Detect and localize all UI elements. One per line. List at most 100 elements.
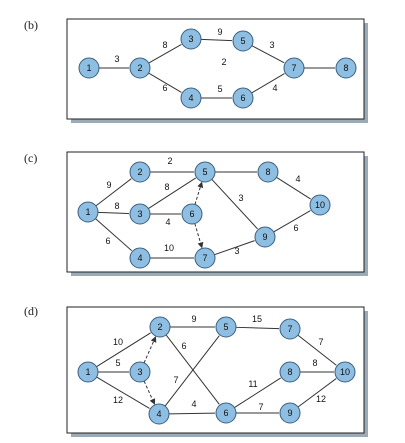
node-4: 4	[180, 87, 202, 109]
node-3: 3	[129, 203, 151, 225]
edge-weight: 3	[238, 193, 243, 203]
node-circle	[78, 57, 100, 79]
edge-6-5	[194, 181, 204, 205]
node-5: 5	[194, 161, 216, 183]
node-label: 4	[188, 93, 193, 103]
node-3: 3	[129, 361, 151, 383]
node-circle	[215, 316, 237, 338]
node-2: 2	[149, 316, 171, 338]
edge-6-7	[194, 223, 204, 249]
edge-9-10	[273, 210, 311, 233]
node-circle	[334, 361, 356, 383]
node-label: 8	[287, 367, 292, 377]
node-label: 6	[223, 408, 228, 418]
edge-weight: 12	[113, 395, 123, 405]
node-label: 10	[315, 200, 325, 210]
edge-8-10	[276, 176, 311, 200]
node-label: 9	[287, 408, 292, 418]
node-10: 10	[309, 194, 331, 216]
node-label: 3	[137, 209, 142, 219]
edge-3-5	[200, 38, 233, 42]
edge-6-8	[234, 377, 282, 409]
edge-weight: 4	[295, 174, 300, 184]
edge-7-9	[214, 240, 255, 256]
node-label: 1	[85, 207, 90, 217]
node-label: 7	[202, 253, 207, 263]
node-label: 3	[137, 367, 142, 377]
node-label: 7	[287, 324, 292, 334]
node-circle	[77, 201, 99, 223]
node-circle	[180, 28, 202, 50]
edge-weight: 6	[105, 236, 110, 246]
node-8: 8	[257, 161, 279, 183]
edge-weight: 5	[217, 84, 222, 94]
edge-weight: 8	[162, 40, 167, 50]
node-label: 6	[240, 93, 245, 103]
node-circle	[129, 247, 151, 269]
edge-4-5	[164, 335, 220, 407]
node-label: 8	[343, 63, 348, 73]
edge-weight: 5	[115, 358, 120, 368]
node-label: 4	[137, 253, 142, 263]
node-label: 1	[86, 63, 91, 73]
edge-weight: 4	[165, 217, 170, 227]
node-label: 10	[340, 367, 350, 377]
node-circle	[148, 403, 170, 425]
node-label: 2	[137, 167, 142, 177]
node-9: 9	[279, 402, 301, 424]
frame	[66, 18, 365, 120]
edge-weight: 8	[114, 201, 119, 211]
node-circle	[194, 161, 216, 183]
node-1: 1	[78, 57, 100, 79]
node-circle	[279, 361, 301, 383]
node-label: 4	[156, 409, 161, 419]
node-circle	[232, 30, 254, 52]
node-label: 5	[202, 167, 207, 177]
edge-1-2	[96, 332, 151, 368]
edge-1-4	[96, 376, 150, 409]
node-label: 2	[137, 63, 142, 73]
edge-6-7	[251, 73, 285, 94]
edge-weight: 7	[258, 402, 263, 412]
edge-weight: 7	[173, 375, 178, 385]
node-label: 5	[223, 322, 228, 332]
edge-4-6	[168, 412, 216, 415]
node-circle	[129, 57, 151, 79]
node-circle	[335, 57, 357, 79]
node-circle	[181, 203, 203, 225]
node-4: 4	[129, 247, 151, 269]
panel-label: (b)	[24, 18, 38, 32]
node-circle	[257, 161, 279, 183]
node-3: 3	[180, 28, 202, 50]
edge-weight: 3	[234, 246, 239, 256]
node-label: 9	[262, 232, 267, 242]
edge-1-4	[95, 218, 133, 252]
node-circle	[283, 57, 305, 79]
node-7: 7	[283, 57, 305, 79]
edge-weight: 15	[252, 314, 262, 324]
node-5: 5	[232, 30, 254, 52]
edge-weight: 2	[167, 156, 172, 166]
edge-weight: 7	[318, 337, 323, 347]
edge-weight: 10	[164, 243, 174, 253]
node-1: 1	[77, 201, 99, 223]
edge-weight: 4	[191, 399, 196, 409]
node-6: 6	[215, 402, 237, 424]
node-circle	[77, 361, 99, 383]
node-8: 8	[335, 57, 357, 79]
edge-5-9	[211, 179, 258, 230]
node-label: 5	[240, 36, 245, 46]
node-label: 1	[85, 367, 90, 377]
node-6: 6	[232, 87, 254, 109]
free-label: 2	[221, 57, 226, 67]
edge-5-7	[251, 45, 285, 64]
edge-3-5	[148, 177, 197, 209]
node-label: 2	[157, 322, 162, 332]
edge-weight: 6	[293, 223, 298, 233]
edge-weight: 8	[312, 358, 317, 368]
node-7: 7	[194, 247, 216, 269]
node-label: 3	[188, 34, 193, 44]
